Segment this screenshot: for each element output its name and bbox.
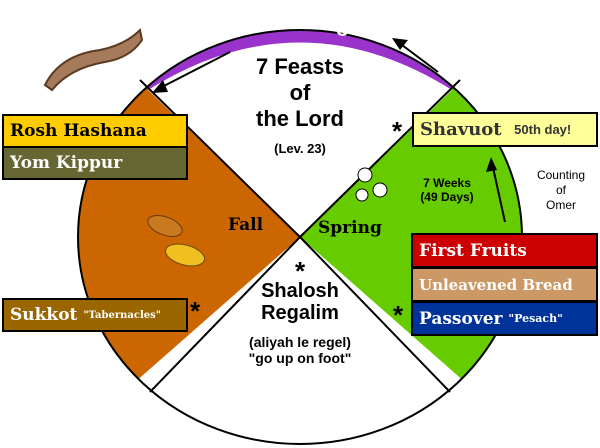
center-sub2: "go up on foot" <box>248 350 352 366</box>
rosh-hashana-box: Rosh Hashana <box>2 114 188 148</box>
sukkot-star: * <box>190 296 201 326</box>
first-fruits-box: First Fruits <box>411 233 598 268</box>
flowers-icon <box>355 167 388 202</box>
center-line1: Shalosh <box>261 280 339 302</box>
title-line3: the Lord <box>256 106 344 131</box>
yom-kippur-label: Yom Kippur <box>10 153 123 173</box>
shavuot-label: Shavuot <box>420 119 502 140</box>
omer-line3: Omer <box>546 198 576 212</box>
title-line1: 7 Feasts <box>255 54 345 79</box>
shavuot-note: 50th day! <box>514 122 572 137</box>
first-fruits-label: First Fruits <box>419 240 527 261</box>
spring-label: Spring <box>318 218 382 238</box>
sukkot-label: Sukkot <box>10 305 78 325</box>
weeks-line1: 7 Weeks <box>423 176 471 190</box>
leaves-icon <box>147 215 205 267</box>
omer-line2: of <box>555 183 566 197</box>
center-star: * <box>294 256 306 286</box>
rosh-hashana-label: Rosh Hashana <box>10 121 147 141</box>
title-line2: of <box>289 80 311 105</box>
yom-kippur-box: Yom Kippur <box>2 146 188 180</box>
arrow-left-icon <box>152 51 231 93</box>
passover-star: * <box>393 300 404 330</box>
passover-sub: "Pesach" <box>508 312 563 325</box>
arrow-up-weeks-icon <box>486 157 506 223</box>
omer-line1: Counting <box>536 168 586 182</box>
shavuot-box: Shavuot 50th day! <box>412 112 598 147</box>
center-line2: Regalim <box>261 302 339 324</box>
shofar-icon <box>43 27 144 92</box>
passover-label: Passover <box>419 308 503 329</box>
sukkot-box: Sukkot "Tabernacles" <box>2 298 188 332</box>
title-ref: (Lev. 23) <box>274 141 326 156</box>
center-sub1: (aliyah le regel) <box>249 334 351 350</box>
unleavened-bread-box: Unleavened Bread <box>411 267 598 302</box>
weeks-line2: (49 Days) <box>420 190 474 204</box>
passover-box: Passover "Pesach" <box>411 301 598 336</box>
fall-label: Fall <box>228 215 264 235</box>
arrow-up-icon <box>392 38 439 73</box>
sukkot-sub: "Tabernacles" <box>83 309 161 321</box>
unleavened-label: Unleavened Bread <box>419 275 573 294</box>
shavuot-star: * <box>392 116 403 146</box>
